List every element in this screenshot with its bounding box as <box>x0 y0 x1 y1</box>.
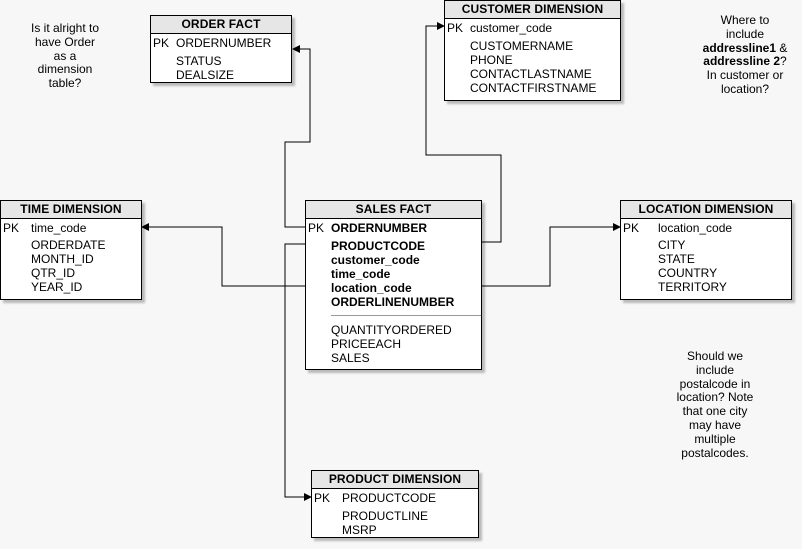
note-line: table? <box>48 76 82 91</box>
note-line: that one city <box>682 404 748 419</box>
pk-marker: PK <box>153 36 170 50</box>
key-field: location_code <box>331 281 412 295</box>
note-line: include <box>695 362 735 377</box>
pk-field: time_code <box>31 221 87 235</box>
note-bold: addressline 2 <box>703 54 781 69</box>
pk-field: customer_code <box>470 21 553 35</box>
note-line: In customer or <box>706 68 784 83</box>
note-line: may have <box>688 417 742 432</box>
field: CUSTOMERNAME <box>470 39 574 53</box>
measure-field: PRICEEACH <box>331 337 402 351</box>
order-fact-title: ORDER FACT <box>151 16 291 34</box>
field: STATUS <box>176 54 222 68</box>
field: PHONE <box>470 53 513 67</box>
note-line: location? Note <box>676 390 754 405</box>
field: STATE <box>658 252 695 266</box>
pk-field: ORDERNUMBER <box>331 221 427 235</box>
field: PRODUCTLINE <box>342 509 429 523</box>
note-line: addressline 2? <box>695 54 795 69</box>
key-field: PRODUCTCODE <box>331 239 426 253</box>
note-line: Should we <box>686 349 744 363</box>
pk-marker: PK <box>308 221 325 235</box>
note-line: postalcode in <box>679 376 751 391</box>
location-dimension-table[interactable]: LOCATION DIMENSION PK location_code CITY… <box>620 200 792 300</box>
note-line: Is it alright to <box>30 21 100 35</box>
pk-marker: PK <box>314 491 331 505</box>
connector-sales-to-location <box>482 223 621 287</box>
note-text: ? <box>780 54 787 69</box>
note-order-as-dimension: Is it alright to have Order as a dimensi… <box>20 21 110 91</box>
customer-dimension-title: CUSTOMER DIMENSION <box>445 1 620 19</box>
pk-marker: PK <box>3 221 20 235</box>
sales-fact-table[interactable]: SALES FACT PK ORDERNUMBER PRODUCTCODE cu… <box>305 200 482 370</box>
note-postalcode: Should we include postalcode in location… <box>665 349 765 460</box>
field: CONTACTLASTNAME <box>470 67 592 81</box>
note-text: & <box>776 40 788 55</box>
measure-field: QUANTITYORDERED <box>331 323 452 337</box>
note-line: have Order <box>34 34 96 49</box>
time-dimension-table[interactable]: TIME DIMENSION PK time_code ORDERDATE MO… <box>0 200 142 300</box>
measure-field: SALES <box>331 351 370 365</box>
note-line: include <box>725 26 765 41</box>
product-dimension-title: PRODUCT DIMENSION <box>312 471 478 489</box>
product-dimension-table[interactable]: PRODUCT DIMENSION PK PRODUCTCODE PRODUCT… <box>311 470 479 538</box>
pk-field: ORDERNUMBER <box>176 36 272 50</box>
note-line: multiple <box>694 431 736 446</box>
customer-dimension-table[interactable]: CUSTOMER DIMENSION PK customer_code CUST… <box>444 0 621 101</box>
connector-sales-to-time <box>141 223 305 287</box>
field: DEALSIZE <box>176 68 235 82</box>
order-fact-table[interactable]: ORDER FACT PK ORDERNUMBER STATUS DEALSIZ… <box>150 15 292 83</box>
note-line: addressline1 & <box>695 40 795 56</box>
pk-field: PRODUCTCODE <box>342 491 437 505</box>
field: CITY <box>658 238 686 252</box>
sales-fact-title: SALES FACT <box>306 201 481 219</box>
field: CONTACTFIRSTNAME <box>470 81 597 95</box>
field: YEAR_ID <box>31 280 83 294</box>
note-bold: addressline1 <box>702 40 777 55</box>
connector-sales-to-product <box>284 243 312 501</box>
field: COUNTRY <box>658 266 718 280</box>
pk-field: location_code <box>658 221 733 235</box>
time-dimension-title: TIME DIMENSION <box>1 201 141 219</box>
location-dimension-title: LOCATION DIMENSION <box>621 201 791 219</box>
field: QTR_ID <box>31 266 76 280</box>
note-line: location? <box>720 81 770 96</box>
connector-sales-to-order <box>284 45 311 228</box>
note-line: Where to <box>720 13 770 27</box>
note-line: postalcodes. <box>681 445 749 460</box>
field: TERRITORY <box>658 280 727 294</box>
connector-sales-to-customer <box>425 22 502 243</box>
field: ORDERDATE <box>31 238 106 252</box>
field-divider <box>331 315 481 316</box>
key-field: time_code <box>331 267 391 281</box>
note-address-lines: Where to include addressline1 & addressl… <box>695 13 795 97</box>
pk-marker: PK <box>447 21 464 35</box>
key-field: ORDERLINENUMBER <box>331 295 455 309</box>
note-line: as a <box>53 48 77 63</box>
field: MSRP <box>342 523 377 537</box>
pk-marker: PK <box>623 221 640 235</box>
key-field: customer_code <box>331 253 420 267</box>
note-line: dimension <box>37 62 93 77</box>
field: MONTH_ID <box>31 252 94 266</box>
